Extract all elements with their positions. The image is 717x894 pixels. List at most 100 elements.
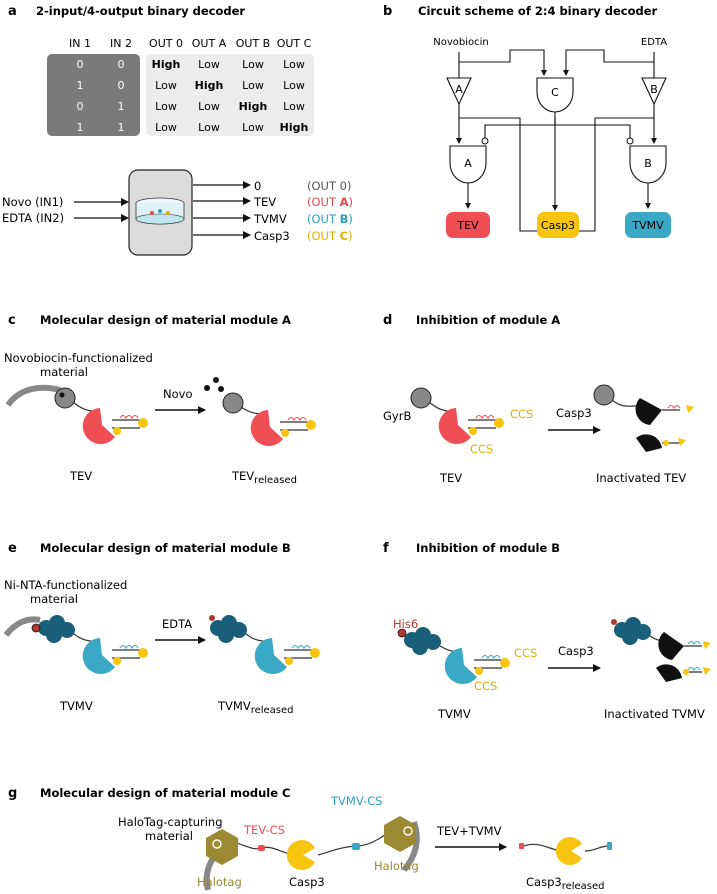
table-cell: 1 <box>118 121 125 134</box>
casp3-released-label: Casp3released <box>526 875 605 892</box>
halotag-label: Halotag <box>374 859 419 873</box>
gyrb-ball-icon <box>222 392 244 414</box>
gyrb-ball-icon <box>54 387 76 409</box>
gate-label: B <box>644 157 652 170</box>
and-gate-icon: B <box>629 145 667 184</box>
halotag-hexagon-icon <box>384 816 416 852</box>
and-gate-icon: C <box>536 77 574 113</box>
output-columns-bg <box>146 54 314 136</box>
table-cell: High <box>195 79 224 92</box>
output-label: 0 <box>254 179 261 193</box>
material-line: Novobiocin-functionalized <box>4 351 153 365</box>
table-cell: 0 <box>118 79 125 92</box>
table-cell: Low <box>283 79 305 92</box>
his6-label: His6 <box>393 617 418 631</box>
table-cell: Low <box>242 58 264 71</box>
panel-g-title: Molecular design of material module C <box>40 786 290 800</box>
ni-nta-cloud-icon <box>397 627 441 655</box>
material-strand <box>3 616 41 637</box>
protease-pacman-icon <box>555 837 582 866</box>
protease-half-icon <box>636 434 662 452</box>
panel-a-letter: a <box>8 4 17 19</box>
protease-pacman-icon <box>286 840 315 871</box>
panel-d: d Inhibition of module A GyrB CCS CCS TE… <box>383 313 694 485</box>
gyrb-ball-icon <box>410 387 432 409</box>
table-cell: 1 <box>77 79 84 92</box>
protein-tvmv-complex <box>31 615 148 674</box>
output-tvmv-label: TVMV <box>631 219 664 232</box>
table-cell: High <box>152 58 181 71</box>
table-cell: Low <box>155 100 177 113</box>
gate-label: A <box>464 157 472 170</box>
reaction-label: EDTA <box>162 617 192 631</box>
ni-nta-cloud-icon <box>31 615 75 643</box>
table-cell: Low <box>155 79 177 92</box>
table-header: OUT B <box>236 37 270 50</box>
tev-released-label: TEVreleased <box>231 469 297 486</box>
novo-dot <box>218 386 224 392</box>
vial-icon <box>135 197 185 225</box>
tvmv-cleavage-site <box>352 843 360 850</box>
input-label-edta: EDTA (IN2) <box>2 211 64 225</box>
truth-table: IN 1 IN 2 OUT 0 OUT A OUT B OUT C 0 0 1 … <box>69 37 312 134</box>
output-label: TVMV <box>253 212 287 226</box>
tvmv-label: TVMV <box>59 699 93 713</box>
table-cell: Low <box>198 58 220 71</box>
ccs-label: CCS <box>514 646 537 660</box>
panel-e-letter: e <box>8 541 17 556</box>
panel-c-letter: c <box>8 313 16 328</box>
protein-tev-complex <box>54 387 148 444</box>
material-line: material <box>40 365 88 379</box>
material-line: material <box>30 592 78 606</box>
reaction-label: Casp3 <box>558 644 594 658</box>
panel-c: c Molecular design of material module A … <box>4 313 316 486</box>
gate-label: A <box>455 83 463 96</box>
tvmv-cs-label: TVMV-CS <box>330 794 383 808</box>
table-cell: Low <box>242 121 264 134</box>
protease-pacman-icon <box>254 638 287 674</box>
reaction-label: TEV+TVMV <box>436 824 502 838</box>
table-cell: 0 <box>77 100 84 113</box>
not-bubble <box>626 137 634 145</box>
reaction-label: Casp3 <box>556 406 592 420</box>
gyrb-label: GyrB <box>383 409 411 423</box>
table-header: IN 2 <box>110 37 132 50</box>
out-tag-a: (OUT A) <box>307 195 353 209</box>
tev-label: TEV <box>439 471 462 485</box>
tev-cs-label: TEV-CS <box>243 823 285 837</box>
not-bubble <box>481 137 489 145</box>
output-label: Casp3 <box>254 229 290 243</box>
table-cell: 0 <box>77 58 84 71</box>
table-cell: High <box>239 100 268 113</box>
output-label: TEV <box>253 195 276 209</box>
panel-f: f Inhibition of module B His6 CCS CCS TV… <box>383 541 711 721</box>
table-cell: 1 <box>118 100 125 113</box>
protein-tvmv-released <box>209 615 320 674</box>
panel-d-letter: d <box>383 313 392 328</box>
input-edta: EDTA <box>641 37 667 48</box>
panel-f-title: Inhibition of module B <box>416 541 560 555</box>
table-cell: 0 <box>118 58 125 71</box>
ccs-label: CCS <box>510 407 533 421</box>
protease-half-icon <box>658 632 684 660</box>
table-cell: High <box>280 121 309 134</box>
panel-b-title: Circuit scheme of 2:4 binary decoder <box>418 4 658 18</box>
input-columns-bg <box>47 54 140 136</box>
table-cell: 1 <box>77 121 84 134</box>
tvmv-released-label: TVMVreleased <box>217 699 294 716</box>
casp3-released <box>519 837 612 866</box>
protein-tev-released <box>222 392 316 446</box>
circuit-wires <box>456 49 657 232</box>
reaction-label: Novo <box>163 387 192 401</box>
material-line: Ni-NTA-functionalized <box>4 578 127 592</box>
ni-nta-cloud-icon <box>611 617 651 645</box>
protease-pacman-icon <box>438 408 471 444</box>
panel-g: g Molecular design of material module C … <box>8 786 612 892</box>
gate-label: B <box>650 83 658 96</box>
table-cell: Low <box>283 58 305 71</box>
inactivated-tvmv-label: Inactivated TVMV <box>604 707 705 721</box>
protease-pacman-icon <box>444 648 477 684</box>
halotag-label: Halotag <box>197 875 242 889</box>
